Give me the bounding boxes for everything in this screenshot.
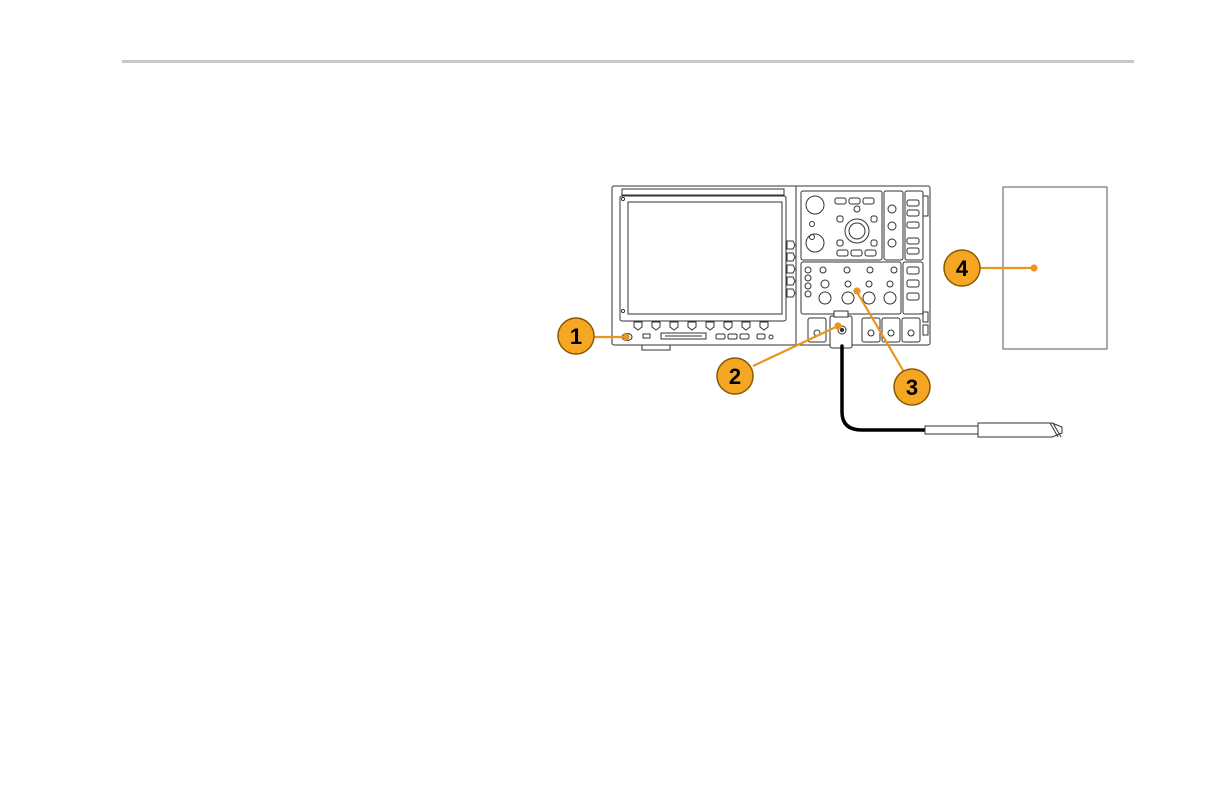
callout-3: 3	[894, 369, 930, 405]
callout-2: 2	[717, 358, 753, 394]
probe-interface	[830, 311, 852, 348]
svg-text:4: 4	[956, 256, 969, 281]
svg-text:1: 1	[570, 324, 582, 349]
svg-text:3: 3	[906, 375, 918, 400]
oscilloscope	[612, 186, 930, 350]
display-screen	[620, 196, 786, 321]
callout-4: 4	[944, 250, 980, 286]
callout-1: 1	[558, 318, 594, 354]
probe	[925, 423, 1062, 437]
svg-text:2: 2	[729, 364, 741, 389]
